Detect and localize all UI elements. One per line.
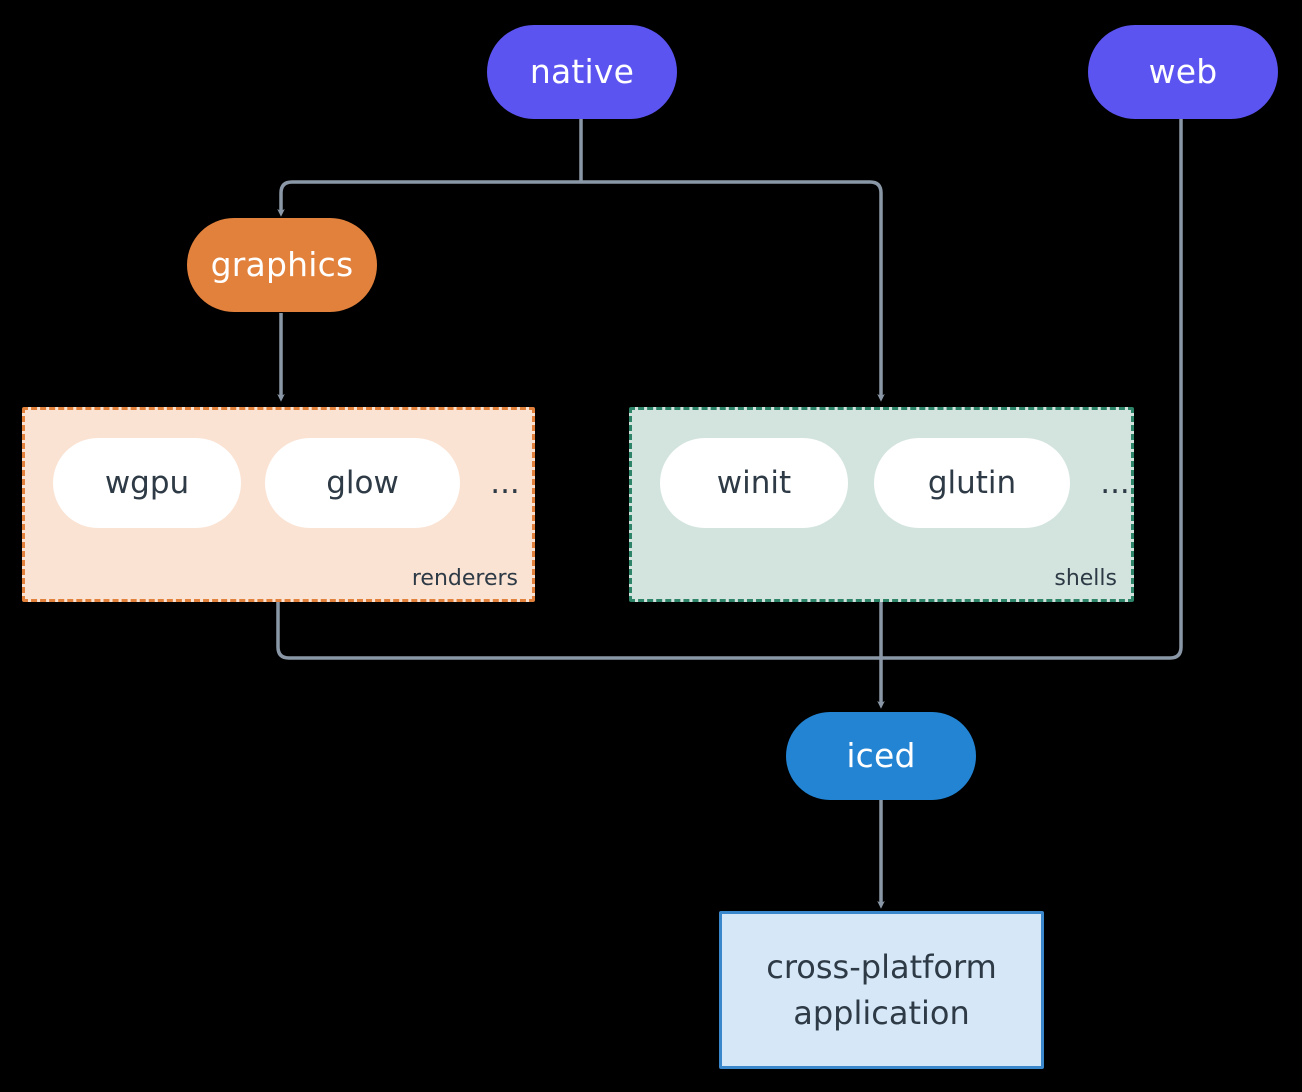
node-graphics-label: graphics (210, 245, 354, 285)
node-iced[interactable]: iced (786, 712, 976, 800)
node-web-label: web (1148, 52, 1218, 92)
node-graphics[interactable]: graphics (187, 218, 377, 312)
node-web[interactable]: web (1088, 25, 1278, 119)
node-native[interactable]: native (487, 25, 677, 119)
group-renderers-item-wgpu[interactable]: wgpu (53, 438, 241, 528)
group-renderers-more: ... (490, 464, 520, 501)
group-shells-item-glutin-label: glutin (927, 465, 1017, 501)
group-shells-more: ... (1100, 464, 1130, 501)
group-shells-item-winit-label: winit (716, 465, 792, 501)
edge-native-graphics (277, 180, 581, 217)
node-application-label-line2: application (793, 994, 970, 1032)
edge-web-iced (881, 117, 1183, 660)
node-application-label-line1: cross-platform (766, 947, 997, 986)
group-renderers-item-wgpu-label: wgpu (104, 465, 190, 501)
edge-native-shells (581, 180, 885, 402)
group-renderers-label: renderers (411, 566, 518, 591)
group-shells-item-glutin[interactable]: glutin (874, 438, 1070, 528)
group-shells: winit glutin ... shells (629, 407, 1134, 602)
node-native-label: native (529, 52, 635, 92)
group-shells-item-winit[interactable]: winit (660, 438, 848, 528)
group-renderers-item-glow-label: glow (326, 465, 399, 501)
node-iced-label: iced (846, 736, 916, 776)
group-renderers-item-glow[interactable]: glow (265, 438, 460, 528)
group-shells-label: shells (1054, 566, 1117, 591)
edge-renderers-iced (276, 602, 881, 660)
group-renderers: wgpu glow ... renderers (22, 407, 535, 602)
node-application[interactable]: cross-platform application (719, 911, 1044, 1069)
